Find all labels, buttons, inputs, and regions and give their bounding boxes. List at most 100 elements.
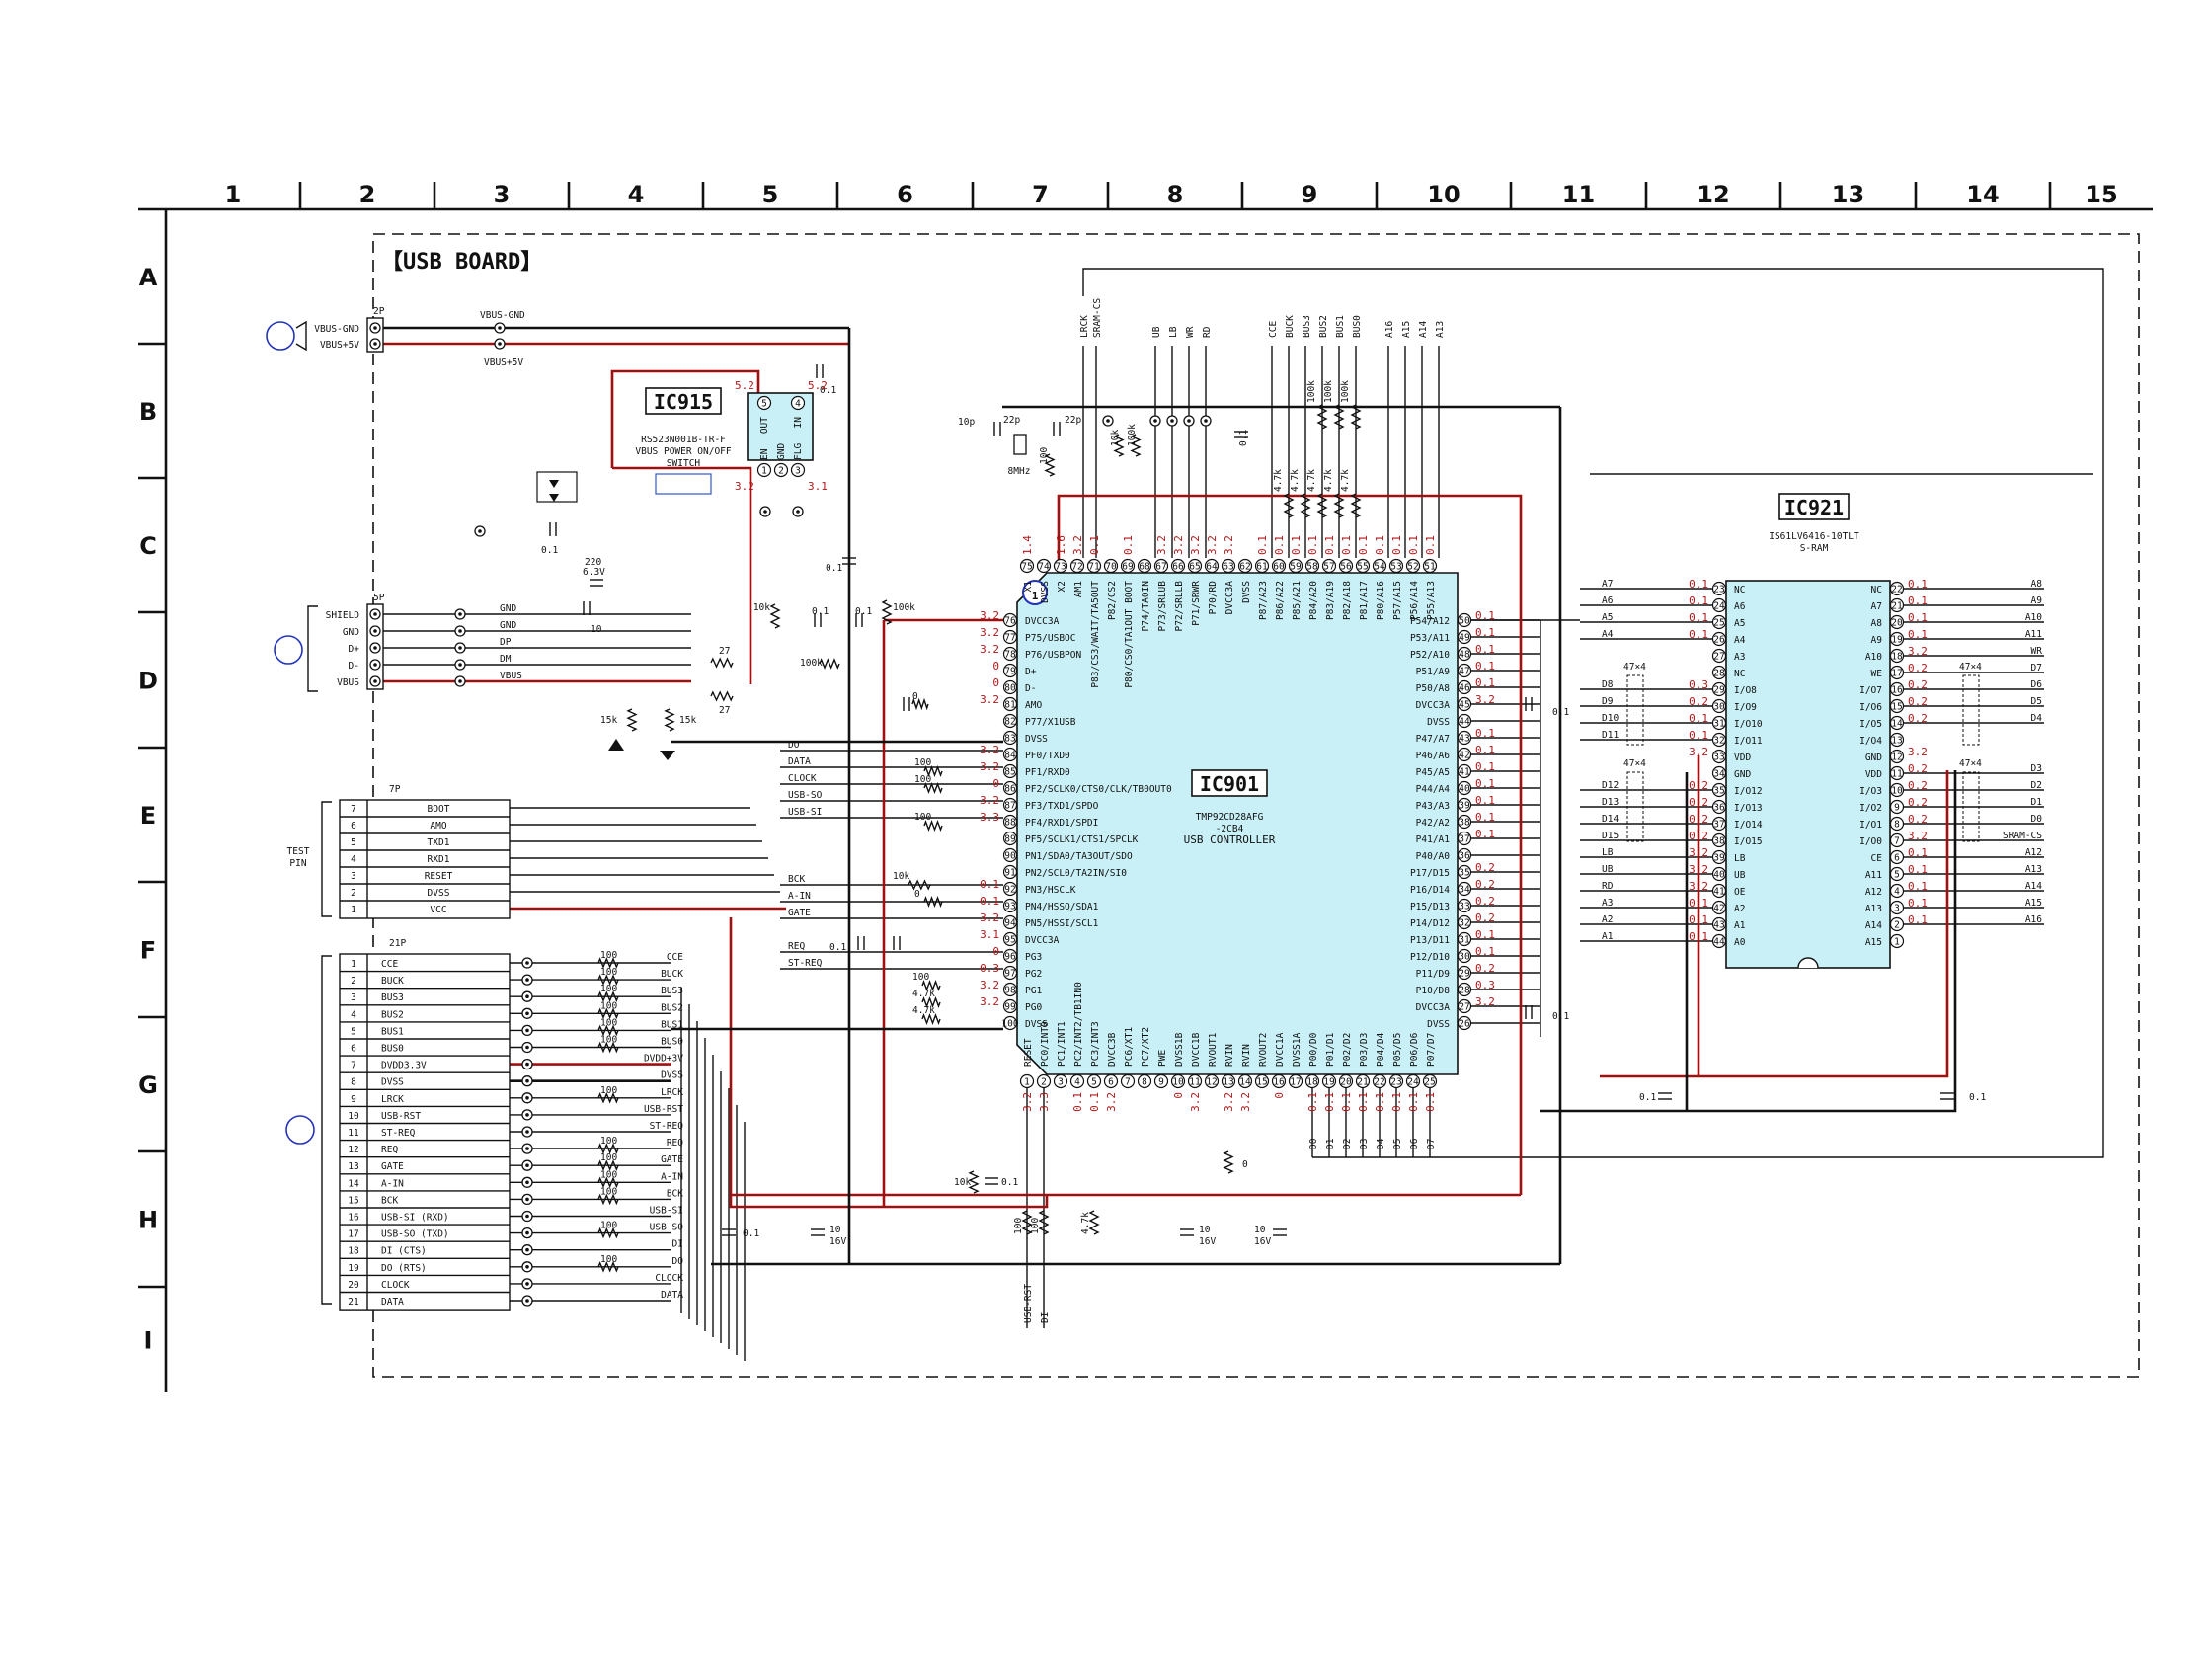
net-label: D14 <box>1602 814 1619 825</box>
net-label: A5 <box>1602 612 1613 623</box>
pin-circle <box>1002 965 1018 981</box>
net-label: SRAM-CS <box>2003 831 2042 841</box>
pin-circle <box>1204 1073 1220 1089</box>
resistor-value: 100 <box>600 967 617 978</box>
net-label: D5 <box>1392 1139 1403 1149</box>
pin-circle <box>1002 780 1018 796</box>
ic921-part: IS61LV6416-10TLT <box>1769 531 1859 542</box>
ic901-pin-label: AMO <box>1025 700 1042 711</box>
pin-number: 33 <box>1713 752 1724 762</box>
net-label: A16 <box>2025 914 2042 925</box>
pin-number: 70 <box>1105 561 1117 572</box>
voltage-label: 3.2 <box>1908 830 1928 842</box>
pin-number: 12 <box>1891 752 1902 762</box>
ic921-pin-label: I/O6 <box>1859 702 1882 713</box>
ic901-pin-label: PN3/HSCLK <box>1025 885 1076 896</box>
pin-circle <box>1002 629 1018 645</box>
conn-pin-number: 11 <box>348 1128 359 1139</box>
pin-number: 14 <box>1239 1076 1251 1087</box>
pin-number: 14 <box>1891 718 1903 729</box>
net-label: D8 <box>1602 679 1614 690</box>
pin-number: 40 <box>1459 783 1470 794</box>
pin-number: 32 <box>1459 917 1469 928</box>
voltage-label: 0.2 <box>1475 911 1495 924</box>
resistor <box>1333 404 1345 430</box>
voltage-label: 0.1 <box>1323 1092 1336 1112</box>
pin-circle <box>1457 713 1472 729</box>
pin-number: 86 <box>1004 783 1016 794</box>
voltage-label: 3.2 <box>1189 1092 1202 1112</box>
net-label: A14 <box>1418 321 1429 338</box>
pin-number: 6 <box>1894 852 1900 863</box>
resistor <box>968 1170 980 1194</box>
pin-number: 53 <box>1390 561 1401 572</box>
ic901-pin-label: P73/SRLUB <box>1157 581 1168 632</box>
ic901-pin-label: P72/SRLLB <box>1174 581 1185 632</box>
pin-number: 2 <box>1041 1076 1047 1087</box>
pin-number: 11 <box>1891 768 1903 779</box>
net-label: DI <box>1040 1312 1051 1323</box>
rnet-label: 47×4 <box>1959 758 1982 769</box>
ic921-notch <box>1797 957 1819 969</box>
net-label: CLOCK <box>655 1273 683 1284</box>
pin-circle <box>1405 558 1421 574</box>
ic901-pin-label: DVSS1A <box>1292 1032 1303 1067</box>
ic901-pin-label: P10/D8 <box>1416 986 1451 996</box>
voltage-label: 0.2 <box>1908 712 1928 725</box>
voltage-label: 0.1 <box>1689 578 1708 591</box>
pin-number: 11 <box>1189 1076 1201 1087</box>
ic901-pin-label: PG2 <box>1025 969 1042 980</box>
terminal-center <box>525 1062 529 1067</box>
ic915-pin-label: GND <box>776 443 787 460</box>
voltage-label: 0.2 <box>1689 813 1708 826</box>
terminal-center <box>373 342 377 346</box>
pin-number: 52 <box>1407 561 1418 572</box>
terminal-center <box>525 961 529 965</box>
voltage-label: 0.1 <box>1374 535 1386 555</box>
conn-pin-label: A-IN <box>381 1178 404 1189</box>
row-label: B <box>139 398 157 426</box>
ic921-pin-label: A11 <box>1865 870 1882 881</box>
conn-pin-label: GATE <box>381 1161 404 1172</box>
conn-pin-label: BUCK <box>381 976 404 987</box>
voltage-label: 0.2 <box>1908 678 1928 691</box>
voltage-label: 0.3 <box>1475 979 1495 991</box>
net-label: D1 <box>2031 797 2043 808</box>
voltage-label: 3.2 <box>980 760 999 773</box>
diode <box>608 739 624 751</box>
pin-number: 3 <box>1058 1076 1064 1087</box>
voltage-label: 0.1 <box>1475 828 1495 840</box>
pin-number: 20 <box>1891 617 1903 628</box>
net-label: BUS3 <box>1302 315 1312 338</box>
pin-circle <box>1889 900 1905 915</box>
net-label: BUCK <box>661 969 683 980</box>
voltage-label: 0.1 <box>1340 535 1353 555</box>
ic921-pin-label: I/O3 <box>1859 786 1882 797</box>
pin-circle <box>1170 558 1186 574</box>
pin-number: 4 <box>795 398 801 409</box>
net-label: A-IN <box>788 891 811 902</box>
ic921-ref-box <box>1778 493 1850 520</box>
conn-pin-label: AMO <box>430 821 446 832</box>
pin-circle <box>1069 1073 1085 1089</box>
pin-circle <box>1002 831 1018 846</box>
terminal-center <box>458 612 462 616</box>
column-label: 11 <box>1562 181 1595 208</box>
voltage-label: 0.1 <box>1689 897 1708 910</box>
pin-circle <box>1889 849 1905 865</box>
pin-circle <box>1422 1073 1438 1089</box>
row-label: D <box>138 668 158 695</box>
net-label: DVDD+3V <box>644 1054 683 1065</box>
resistor-value: 27 <box>719 705 730 716</box>
conn-pin-label: BUS0 <box>381 1044 404 1055</box>
pin-number: 15 <box>1256 1076 1267 1087</box>
conn-pin-number: 19 <box>348 1263 359 1274</box>
ic901-pin-label: RVIN <box>1241 1044 1252 1067</box>
resistor <box>597 1159 619 1172</box>
pin-circle <box>1388 558 1404 574</box>
resistor-value: 4.7k <box>1080 1212 1091 1234</box>
pin-circle <box>1711 597 1727 613</box>
net-label: LRCK <box>661 1087 683 1098</box>
voltage-label: 0.2 <box>1689 779 1708 792</box>
